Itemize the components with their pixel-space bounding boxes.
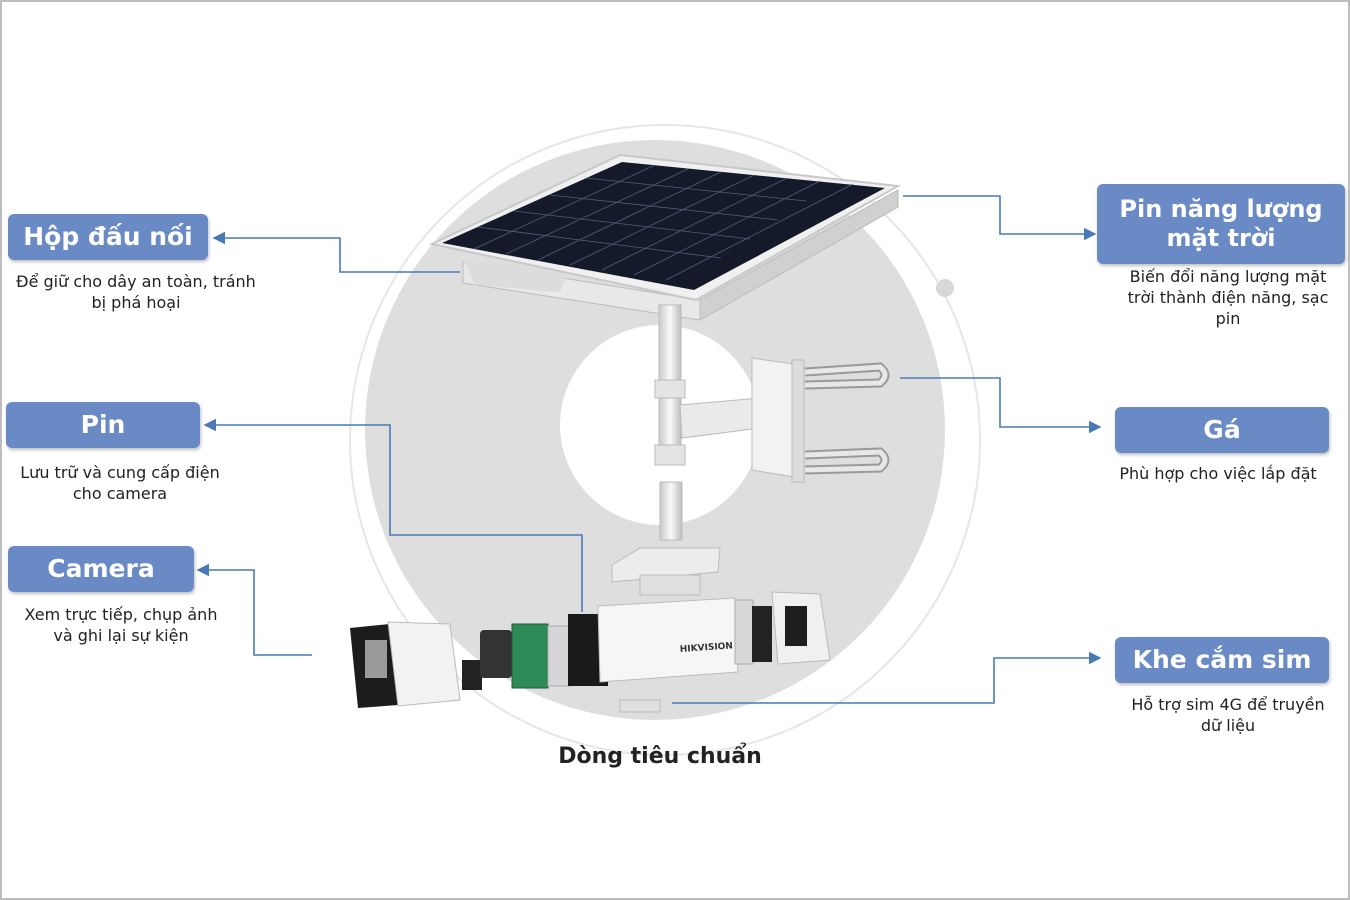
- label-camera: Camera: [8, 546, 194, 592]
- connector-solar-panel: [903, 195, 1097, 241]
- outer-ring: [349, 124, 981, 756]
- camera-graphic: HIKVISION: [350, 591, 831, 713]
- label-solar-panel: Pin năng lượng mặt trời: [1097, 184, 1345, 264]
- ring-dot: [936, 279, 954, 297]
- brand-logo: HIKVISION: [680, 641, 734, 655]
- desc-junction-box: Để giữ cho dây an toàn, tránh bị phá hoạ…: [16, 272, 256, 312]
- connector-junction-box: [212, 231, 460, 273]
- connector-bracket: [900, 377, 1102, 434]
- connector-sim-slot: [672, 651, 1102, 704]
- desc-camera: Xem trực tiếp, chụp ảnh và ghi lại sự ki…: [24, 605, 218, 645]
- label-bracket: Gá: [1115, 407, 1329, 453]
- label-sim-slot: Khe cắm sim: [1115, 637, 1329, 683]
- desc-bracket: Phù hợp cho việc lắp đặt: [1119, 464, 1317, 483]
- label-battery: Pin: [6, 402, 200, 448]
- caption: Dòng tiêu chuẩn: [558, 744, 762, 769]
- connector-battery: [203, 418, 583, 612]
- desc-solar-panel: Biến đổi năng lượng mặt trời thành điện …: [1127, 267, 1329, 328]
- desc-battery: Lưu trữ và cung cấp điện cho camera: [20, 463, 220, 503]
- desc-sim-slot: Hỗ trợ sim 4G để truyền dữ liệu: [1131, 695, 1325, 735]
- connector-camera: [196, 563, 312, 656]
- camera-mount: [611, 547, 721, 583]
- solar-panel-graphic: [428, 153, 902, 321]
- label-junction-box: Hộp đấu nối: [8, 214, 208, 260]
